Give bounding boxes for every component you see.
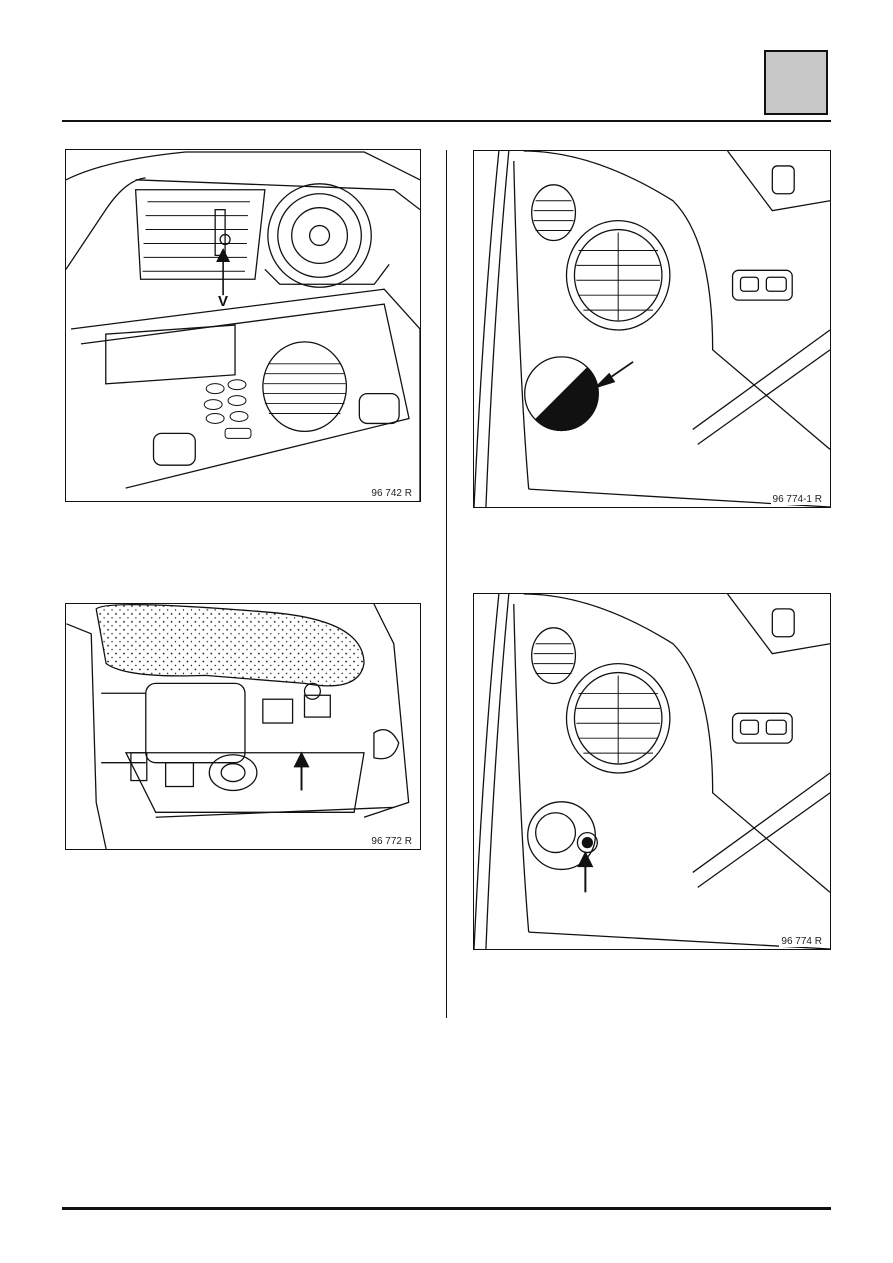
chapter-tab [764, 50, 828, 115]
column-divider [446, 150, 447, 1018]
figure-reference: 96 774-1 R [770, 494, 824, 505]
figure-side-vent-screw: 96 774 R [473, 593, 831, 950]
callout-v: V [218, 293, 229, 310]
glovebox-interior-illustration [66, 604, 410, 849]
figure-side-vent-cover: 96 774-1 R [473, 150, 831, 508]
figure-radio-panel-screw: V 96 742 R [65, 149, 421, 502]
figure-reference: 96 774 R [779, 936, 824, 947]
figure-glovebox-interior: 96 772 R [65, 603, 421, 850]
side-vent-screw-illustration [474, 594, 830, 949]
radio-panel-illustration [66, 151, 420, 501]
figure-reference: 96 742 R [369, 488, 414, 499]
side-vent-cover-illustration [474, 151, 830, 507]
header-rule [62, 120, 831, 122]
footer-rule [62, 1207, 831, 1210]
figure-reference: 96 772 R [369, 836, 414, 847]
